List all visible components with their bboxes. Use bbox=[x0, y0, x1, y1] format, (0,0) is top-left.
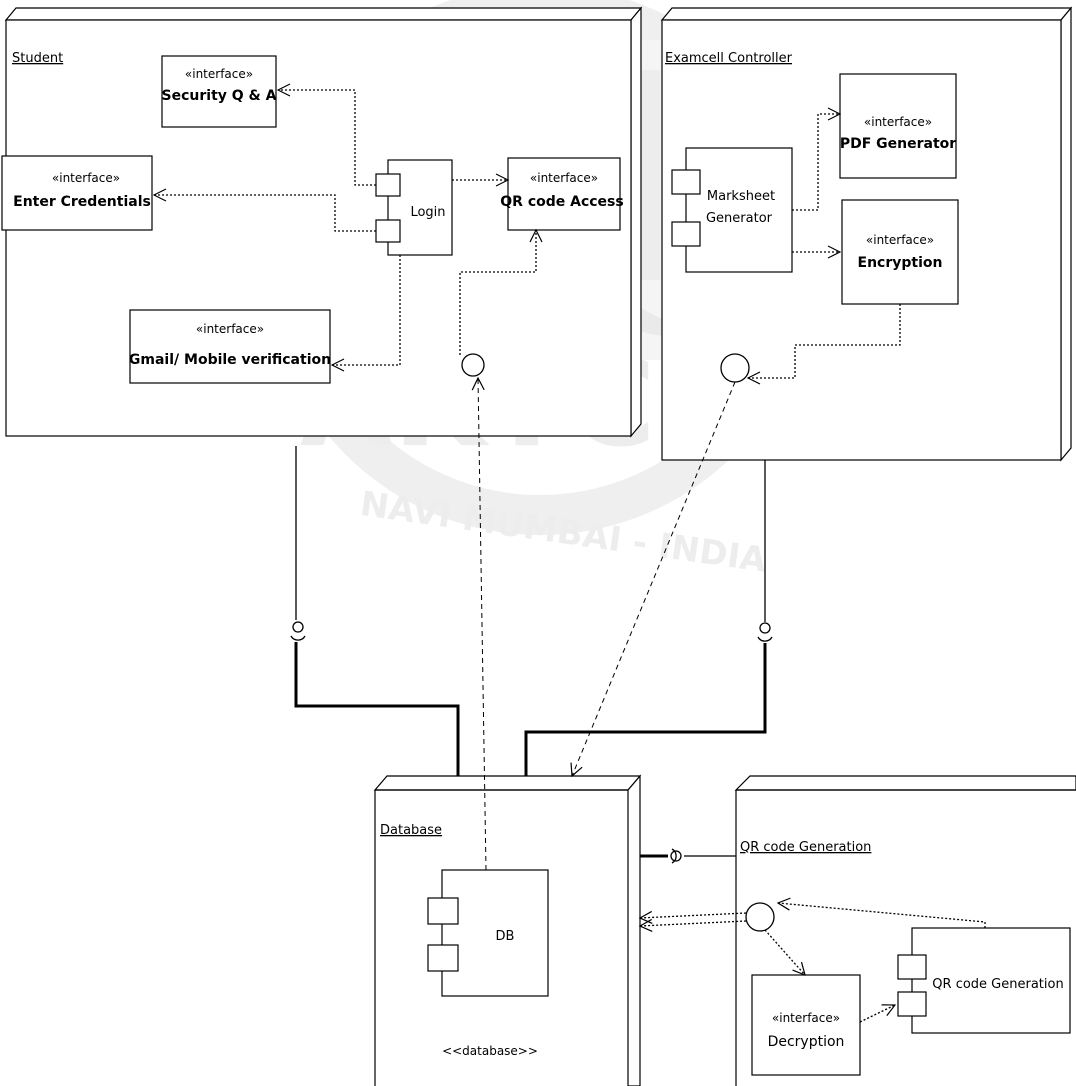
qr-access-label: QR code Access bbox=[500, 194, 623, 210]
qr-provided-port bbox=[745, 902, 775, 932]
examcell-socket bbox=[757, 636, 773, 642]
student-provided-port bbox=[461, 353, 485, 377]
gmail-stereotype: «interface» bbox=[196, 322, 264, 336]
dep-qr-database-2 bbox=[640, 921, 747, 926]
qr-access-stereotype: «interface» bbox=[530, 171, 598, 185]
pdf-stereotype: «interface» bbox=[864, 115, 932, 129]
dep-db-student-port bbox=[478, 378, 487, 871]
dep-qrgen-port bbox=[778, 903, 986, 928]
gmail-label: Gmail/ Mobile verification bbox=[129, 352, 331, 368]
database-stereotype: <<database>> bbox=[442, 1044, 538, 1058]
security-qa-stereotype: «interface» bbox=[185, 67, 253, 81]
student-socket bbox=[290, 635, 306, 641]
component-qr-code-generation: QR code Generation bbox=[897, 927, 1071, 1034]
dep-examcell-database bbox=[572, 381, 736, 776]
db-qr-socket bbox=[671, 848, 677, 864]
dep-login-gmail bbox=[332, 255, 401, 365]
dep-port-decryption bbox=[764, 929, 805, 975]
component-db: DB bbox=[427, 869, 549, 997]
node-database bbox=[373, 774, 642, 1086]
interface-security-qa: «interface» Security Q & A bbox=[161, 55, 277, 128]
pdf-label: PDF Generator bbox=[840, 136, 956, 152]
qr-node-title: QR code Generation bbox=[740, 840, 871, 855]
dep-encryption-port bbox=[748, 304, 901, 378]
marksheet-label-line1: Marksheet bbox=[707, 189, 775, 204]
qr-gen-component-label: QR code Generation bbox=[932, 977, 1063, 992]
encryption-label: Encryption bbox=[858, 255, 943, 271]
security-qa-label: Security Q & A bbox=[162, 88, 277, 104]
student-lollipop bbox=[292, 621, 304, 633]
examcell-db-link-lower bbox=[524, 643, 767, 776]
component-login: Login bbox=[375, 159, 453, 256]
dep-decryption-qrgen bbox=[859, 1005, 895, 1023]
component-marksheet-generator: Marksheet Generator bbox=[671, 147, 793, 273]
interface-pdf-generator: «interface» PDF Generator bbox=[839, 73, 957, 179]
enter-credentials-label: Enter Credentials bbox=[13, 194, 151, 210]
examcell-dependencies bbox=[720, 114, 901, 383]
db-label: DB bbox=[496, 929, 515, 944]
student-dependencies bbox=[154, 90, 536, 377]
interface-qr-code-access: «interface» QR code Access bbox=[500, 157, 624, 231]
dep-port-qraccess bbox=[459, 230, 536, 355]
student-node-title: Student bbox=[12, 51, 63, 66]
interface-enter-credentials: «interface» Enter Credentials bbox=[1, 155, 153, 231]
database-node-title: Database bbox=[380, 823, 442, 838]
decryption-label: Decryption bbox=[768, 1034, 845, 1050]
enter-credentials-stereotype: «interface» bbox=[52, 171, 120, 185]
dep-login-security bbox=[278, 90, 376, 186]
interface-decryption: «interface» Decryption bbox=[751, 974, 861, 1076]
inter-node-connections bbox=[290, 378, 773, 871]
examcell-node-title: Examcell Controller bbox=[665, 51, 793, 66]
marksheet-label-line2: Generator bbox=[706, 211, 773, 226]
examcell-lollipop bbox=[759, 622, 771, 634]
student-db-link-lower bbox=[294, 642, 460, 776]
encryption-stereotype: «interface» bbox=[866, 233, 934, 247]
examcell-provided-port bbox=[720, 353, 750, 383]
interface-gmail-mobile: «interface» Gmail/ Mobile verification bbox=[129, 309, 331, 384]
node-qr-generation bbox=[734, 775, 1076, 1086]
dep-marksheet-pdf bbox=[792, 114, 840, 211]
decryption-stereotype: «interface» bbox=[772, 1011, 840, 1025]
qr-dependencies bbox=[640, 902, 986, 1023]
interface-encryption: «interface» Encryption bbox=[841, 199, 959, 305]
login-label: Login bbox=[410, 205, 445, 220]
dep-login-credentials bbox=[154, 195, 376, 232]
dep-qr-database-1 bbox=[640, 913, 747, 918]
